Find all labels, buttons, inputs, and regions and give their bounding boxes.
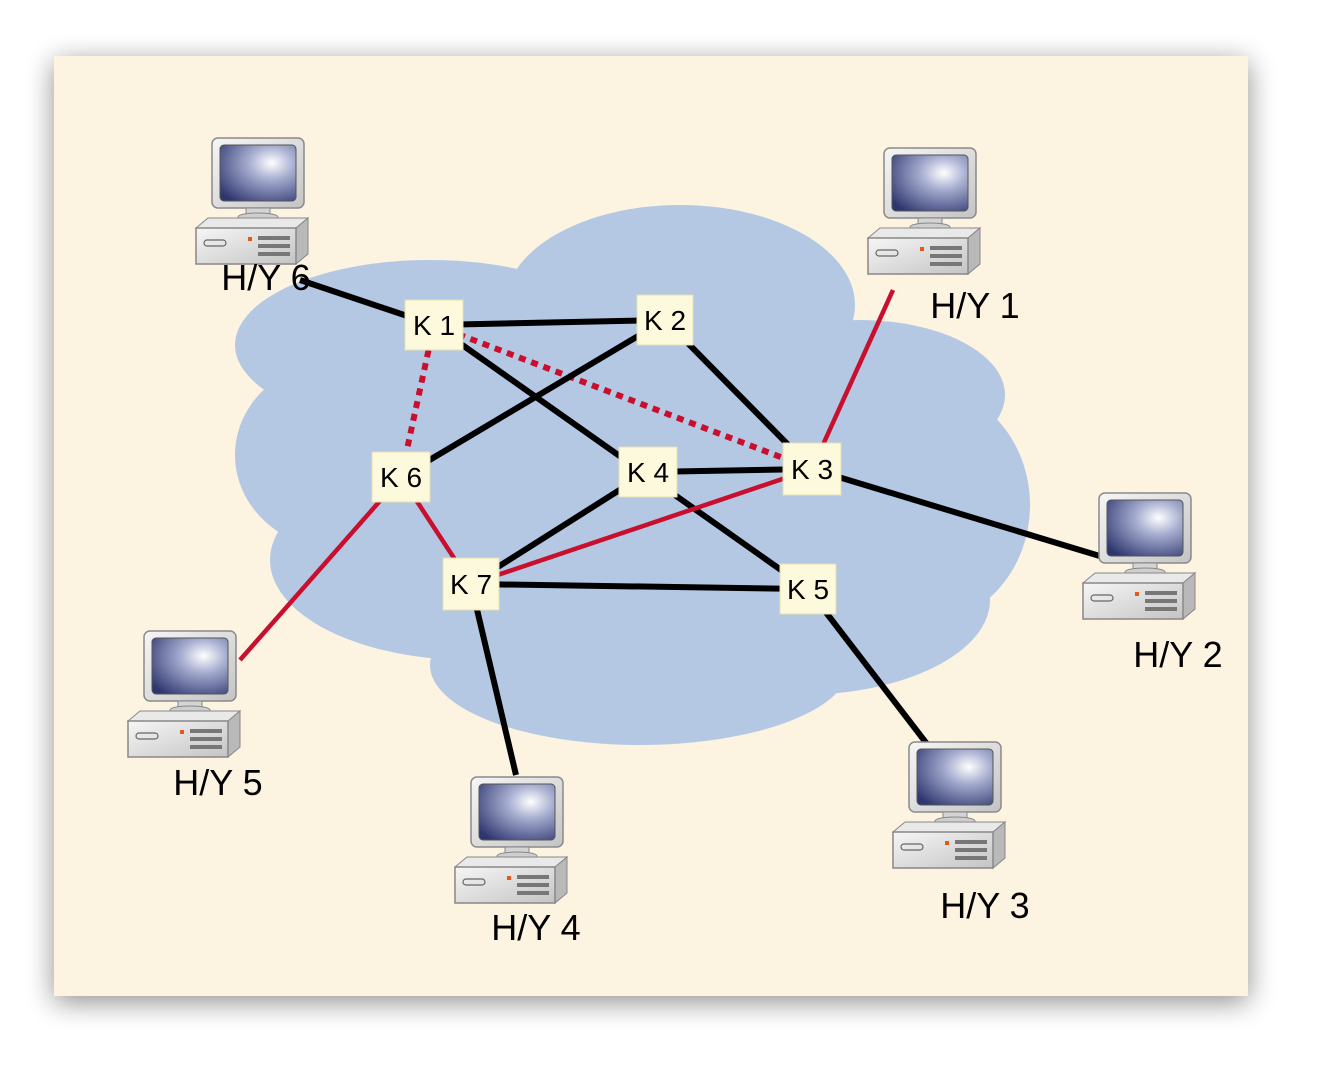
link-k6-hy5 (238, 475, 403, 662)
link-k1-k2 (433, 317, 666, 328)
link-hy1-k3 (809, 289, 896, 470)
node-k2: K 2 (636, 294, 694, 346)
node-box (371, 451, 431, 503)
node-k6: K 6 (371, 451, 431, 503)
nodes-layer: K 1 K 2 K 3 K 4 K 5 K 6 K 7 (371, 294, 842, 615)
node-label: K 5 (787, 574, 829, 605)
host-hy6: H/Y 6 (195, 137, 311, 298)
node-label: K 7 (450, 569, 492, 600)
host-hy3: H/Y 3 (892, 741, 1030, 926)
node-label: K 6 (380, 462, 422, 493)
link-k1-k3 (432, 322, 814, 472)
node-box (442, 557, 500, 611)
host-hy5: H/Y 5 (127, 630, 263, 803)
node-k1: K 1 (404, 299, 464, 351)
hosts-layer: H/Y 1 H/Y 2 H/Y 3 H/Y 4 H/Y 5 H/Y 6 (127, 137, 1223, 948)
link-k3-hy2 (811, 466, 1104, 560)
desktop-computer-icon (867, 147, 981, 275)
host-label: H/Y 2 (1133, 634, 1222, 675)
link-k7-k5 (470, 581, 809, 592)
node-label: K 2 (644, 305, 686, 336)
link-k5-hy3 (805, 587, 930, 746)
link-k2-k6 (399, 317, 667, 480)
node-label: K 3 (791, 454, 833, 485)
node-box (782, 442, 842, 496)
host-hy1: H/Y 1 (867, 147, 1020, 326)
link-k3-k7 (470, 466, 813, 587)
host-label: H/Y 1 (930, 285, 1019, 326)
desktop-computer-icon (454, 776, 568, 904)
node-box (618, 446, 678, 498)
host-label: H/Y 5 (173, 762, 262, 803)
desktop-computer-icon (892, 741, 1006, 869)
host-hy2: H/Y 2 (1082, 492, 1223, 675)
node-k3: K 3 (782, 442, 842, 496)
node-k5: K 5 (779, 563, 837, 615)
node-k4: K 4 (618, 446, 678, 498)
desktop-computer-icon (127, 630, 241, 758)
node-label: K 4 (627, 457, 669, 488)
node-k7: K 7 (442, 557, 500, 611)
node-box (779, 563, 837, 615)
node-label: K 1 (413, 310, 455, 341)
node-box (404, 299, 464, 351)
host-label: H/Y 6 (221, 257, 310, 298)
link-k7-hy4 (468, 583, 519, 776)
desktop-computer-icon (1082, 492, 1196, 620)
desktop-computer-icon (195, 137, 309, 265)
host-label: H/Y 4 (491, 907, 580, 948)
node-box (636, 294, 694, 346)
host-hy4: H/Y 4 (454, 776, 581, 948)
host-label: H/Y 3 (940, 885, 1029, 926)
